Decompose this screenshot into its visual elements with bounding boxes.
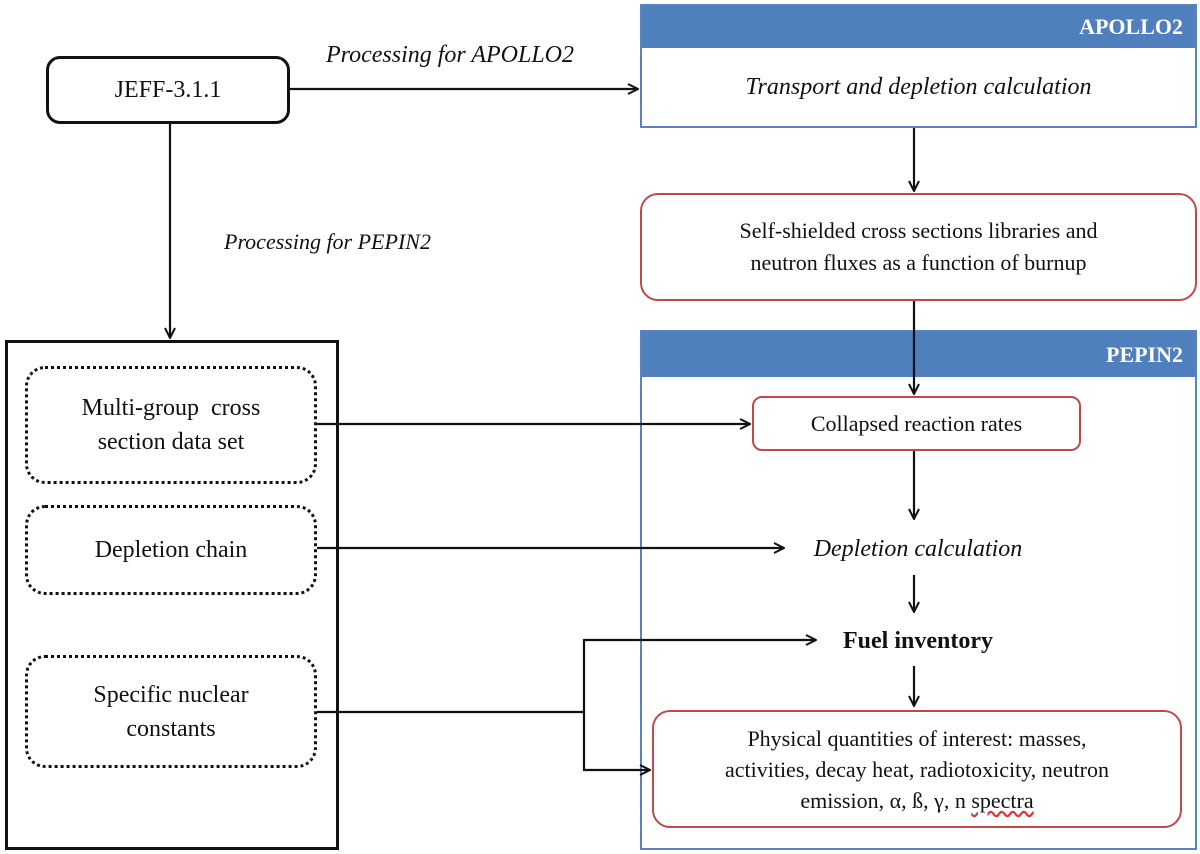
node-self-shielded-line1: Self-shielded cross sections libraries a… bbox=[739, 218, 1098, 243]
node-physical-quantities-line1: Physical quantities of interest: masses, bbox=[747, 725, 1087, 751]
edge-constants-to-physical bbox=[582, 712, 650, 770]
node-multigroup-line2: section data set bbox=[97, 429, 245, 455]
node-multigroup-line1: Multi-group cross bbox=[81, 395, 261, 421]
node-multigroup: Multi-group cross section data set bbox=[25, 366, 317, 484]
apollo2-panel: APOLLO2 Transport and depletion calculat… bbox=[640, 4, 1197, 128]
node-depletion-chain: Depletion chain bbox=[25, 505, 317, 595]
node-specific-constants-line1: Specific nuclear bbox=[93, 681, 249, 708]
node-physical-quantities: Physical quantities of interest: masses,… bbox=[652, 710, 1182, 828]
pepin2-panel-title: PEPIN2 bbox=[642, 332, 1195, 377]
node-fuel-inventory: Fuel inventory bbox=[843, 628, 993, 654]
label-processing-pepin2: Processing for PEPIN2 bbox=[224, 229, 431, 254]
node-specific-constants: Specific nuclear constants bbox=[25, 655, 317, 768]
node-jeff: JEFF-3.1.1 bbox=[46, 56, 290, 124]
node-self-shielded: Self-shielded cross sections libraries a… bbox=[640, 193, 1197, 301]
node-depletion-calc: Depletion calculation bbox=[813, 536, 1023, 562]
node-physical-quantities-line3a: emission, α, ß, γ, n bbox=[800, 787, 966, 813]
node-physical-quantities-line3: emission, α, ß, γ, n spectra bbox=[800, 785, 1033, 816]
node-collapsed-rates: Collapsed reaction rates bbox=[752, 396, 1081, 451]
node-specific-constants-line2: constants bbox=[126, 715, 216, 742]
node-self-shielded-line2: neutron fluxes as a function of burnup bbox=[750, 250, 1087, 275]
node-physical-quantities-line3b: spectra bbox=[971, 787, 1034, 813]
edge-constants-to-fuel bbox=[582, 640, 816, 712]
label-processing-apollo2: Processing for APOLLO2 bbox=[326, 42, 575, 68]
node-physical-quantities-line2: activities, decay heat, radiotoxicity, n… bbox=[724, 756, 1110, 782]
apollo2-panel-title: APOLLO2 bbox=[642, 6, 1195, 48]
node-apollo-transport: Transport and depletion calculation bbox=[745, 74, 1092, 100]
